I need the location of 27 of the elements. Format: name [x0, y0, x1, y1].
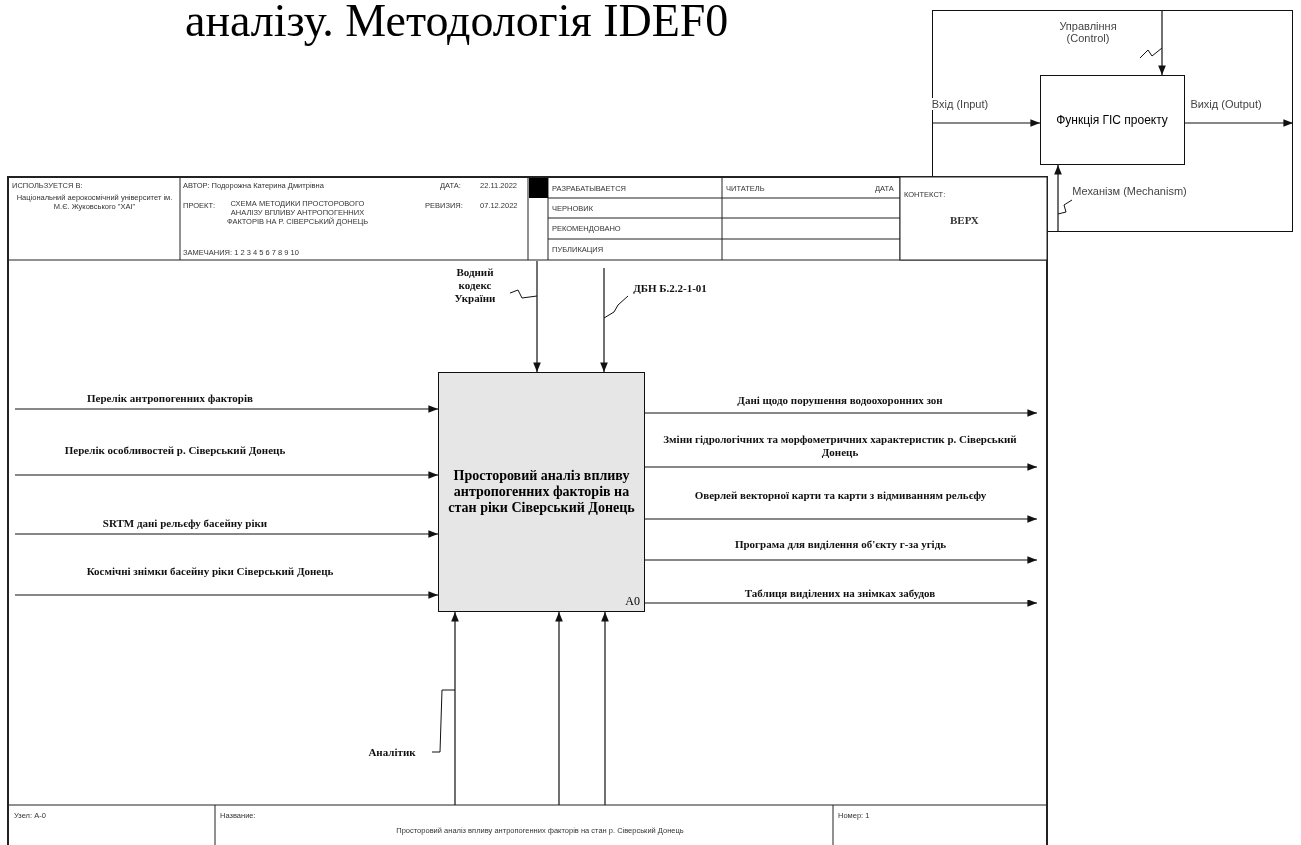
arrow — [451, 611, 459, 806]
node-number: A0 — [625, 594, 640, 609]
arrow — [1054, 164, 1062, 233]
arrow — [555, 611, 563, 806]
arrow — [14, 471, 439, 479]
arrow — [14, 405, 439, 413]
arrow — [644, 599, 1038, 607]
arrow — [644, 463, 1038, 471]
arrow — [931, 119, 1041, 127]
arrow — [1158, 9, 1166, 76]
edge-label: Вхід (Input) — [930, 98, 990, 110]
arrow — [14, 530, 439, 538]
arrow — [644, 515, 1038, 523]
edge-label: Механізм (Mechanism) — [1072, 185, 1187, 197]
arrow — [14, 591, 439, 599]
function-box — [438, 372, 645, 612]
function-name: Функція ГІС проекту — [1055, 112, 1169, 127]
arrow — [601, 611, 609, 806]
arrow — [644, 556, 1038, 564]
function-name: Просторовий аналіз впливу антропогенних факторів на стан ріки Сіверський Донець — [447, 468, 636, 516]
arrow — [644, 409, 1038, 417]
function-box — [1039, 74, 1185, 165]
context-value: ВЕРХ — [950, 214, 979, 226]
arrow — [533, 260, 541, 373]
title: аналізу. Методологія IDEF0 — [185, 0, 729, 47]
arrow — [600, 267, 608, 373]
arrow — [1184, 119, 1294, 127]
